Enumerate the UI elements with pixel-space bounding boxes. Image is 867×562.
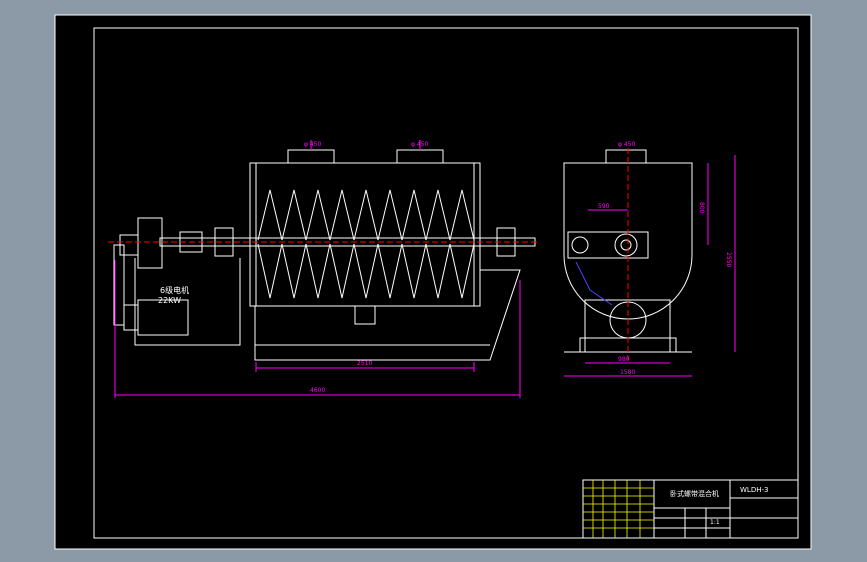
- belt-drive: [113, 244, 125, 326]
- ribbon-upper: [257, 189, 475, 241]
- hidden-line: [575, 261, 613, 306]
- front-dimensions: [114, 140, 521, 398]
- support-frame: [254, 269, 521, 361]
- length-dim: 2510: [357, 360, 372, 367]
- discharge-valve: [354, 305, 376, 325]
- base-dim: 980: [618, 356, 630, 363]
- motor-power: 22KW: [158, 296, 181, 305]
- height-total-dim: 2550: [725, 252, 732, 267]
- overall-dim: 4600: [310, 387, 325, 394]
- nozzle-right-dim: φ 450: [411, 141, 429, 148]
- side-nozzle: [605, 149, 647, 164]
- drawing-scale: 1:1: [710, 519, 720, 526]
- side-dimensions: [564, 155, 736, 377]
- width-dim: 1580: [620, 369, 635, 376]
- bearing-left: [214, 227, 234, 257]
- side-nozzle-dim: φ 450: [618, 141, 636, 148]
- ribbon-lower: [257, 243, 475, 299]
- drawing-number: WLDH-3: [740, 486, 768, 494]
- trough-section: [563, 162, 693, 320]
- front-view: [113, 149, 536, 361]
- drawing-title: 卧式螺带混合机: [670, 489, 719, 498]
- motor-label: 6级电机: [160, 285, 189, 295]
- side-gearbox: [567, 231, 649, 259]
- drive-frame: [134, 258, 241, 346]
- nozzle-left-dim: φ 450: [304, 141, 322, 148]
- height-small-dim: 800: [698, 202, 705, 214]
- inner-frame: [93, 27, 799, 539]
- title-block: [582, 479, 799, 539]
- top-width-dim: 590: [598, 203, 610, 210]
- drawing-sheet: [54, 14, 812, 550]
- title-block-grid: [583, 480, 654, 538]
